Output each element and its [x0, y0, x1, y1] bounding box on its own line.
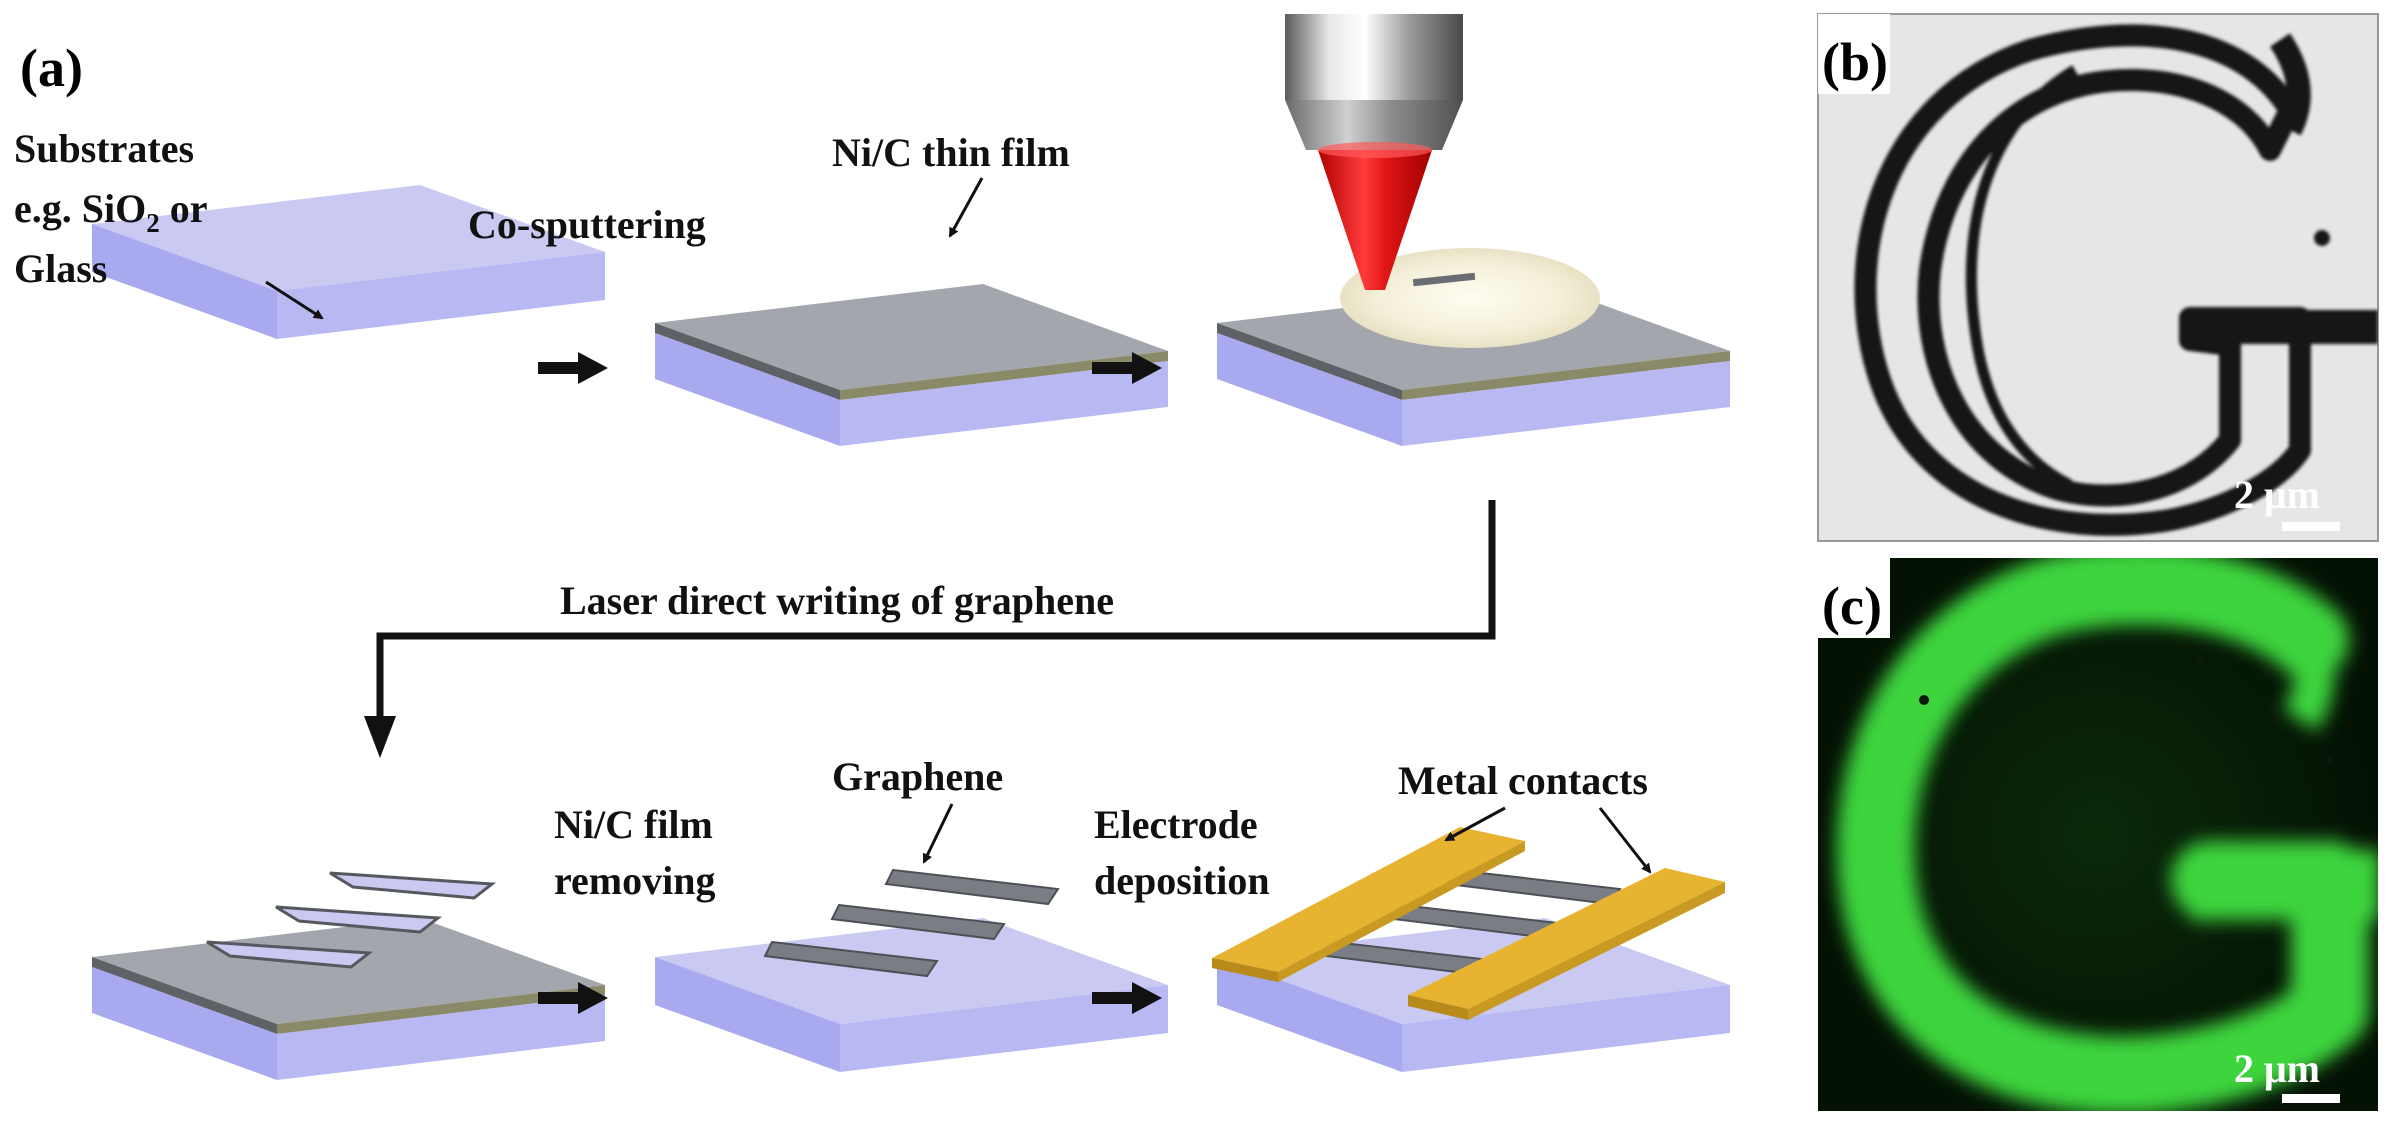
scale-bar-c [2282, 1094, 2340, 1103]
graphene-pointer-arrow [922, 803, 954, 864]
graphene-ribbon [763, 940, 939, 978]
laser-objective [1285, 14, 1463, 290]
label-eg-sio2-suffix: or [160, 186, 208, 231]
label-substrates: Substrates [14, 126, 194, 171]
panel-c: (c) 2 μm [1818, 558, 2378, 1111]
connector-line [376, 500, 1496, 716]
label-eg-sio2: e.g. SiO2 or [14, 186, 208, 238]
letter-g-inner-stroke [1965, 65, 2078, 490]
graphene-slab [655, 868, 1168, 1072]
label-eg-sio2-subscript: 2 [146, 208, 160, 238]
substrate-side-face [1402, 985, 1730, 1072]
film-side-edge [1402, 351, 1730, 400]
label-glass: Glass [14, 246, 107, 291]
label-graphene: Graphene [832, 754, 1003, 799]
film-front-edge [1217, 323, 1402, 400]
substrate-front-face [92, 967, 277, 1080]
label-nic-film-removing-line2: removing [554, 858, 715, 903]
label-eg-sio2-prefix: e.g. SiO [14, 186, 146, 231]
panel-b: (b) 2 μm [1817, 13, 2379, 542]
contact-front-edge [1408, 995, 1468, 1020]
film-top-face [655, 284, 1168, 390]
graphene-ribbon [830, 903, 1006, 941]
micrograph-speck [2314, 230, 2330, 246]
label-nic-film-removing-line1: Ni/C film [554, 802, 713, 847]
metal-contact-right [1408, 868, 1725, 1020]
substrate-top-face [92, 185, 605, 291]
fluorescence-speck [2326, 756, 2334, 764]
substrate-front-face [1217, 333, 1402, 446]
substrate-front-face [655, 957, 840, 1072]
label-cosputtering: Co-sputtering [468, 202, 706, 247]
contact-side-edge [1468, 882, 1725, 1020]
film-pointer-arrow [948, 177, 984, 238]
label-laser-writing: Laser direct writing of graphene [560, 578, 1114, 623]
fluorescence-speck [2196, 656, 2204, 664]
label-electrode-line2: deposition [1094, 858, 1270, 903]
process-arrow-3 [538, 982, 608, 1014]
laser-beam [1318, 150, 1432, 290]
label-metal-contacts: Metal contacts [1398, 758, 1648, 803]
film-side-edge [277, 985, 605, 1034]
substrate-side-face [277, 252, 605, 339]
substrate-side-face [840, 361, 1168, 446]
letter-g-serif [2269, 33, 2311, 136]
panel-a-label: (a) [20, 38, 83, 98]
contact-pointer-arrow-right [1598, 807, 1652, 874]
panel-a: (a) Substrates e.g. SiO2 or Glass Co-spu… [14, 14, 1730, 1080]
contact-side-edge [1278, 841, 1525, 982]
letter-g-crossbar [2200, 310, 2378, 344]
substrate-front-face [92, 224, 277, 339]
substrate-side-face [840, 985, 1168, 1072]
label-electrode-line1: Electrode [1094, 802, 1258, 847]
panel-b-label: (b) [1822, 32, 1888, 92]
laser-beam-aperture [1318, 142, 1432, 158]
label-nic-thin-film: Ni/C thin film [832, 130, 1070, 175]
process-arrow-2 [1092, 352, 1162, 384]
written-line [1412, 272, 1476, 287]
contact-top-face [1212, 827, 1525, 972]
fluorescence-g-stroke [1836, 558, 2369, 1111]
substrate-front-face [655, 333, 840, 446]
panel-c-label: (c) [1822, 576, 1882, 636]
substrate-slab [92, 185, 605, 339]
objective-tip [1285, 100, 1463, 150]
trench [206, 940, 374, 969]
substrate-front-face [1217, 957, 1402, 1072]
contact-pointer-arrow-left [1444, 806, 1506, 842]
substrate-side-face [277, 995, 605, 1080]
fluorescence-letter-g [1836, 558, 2378, 1111]
trench [275, 905, 443, 934]
contact-top-face [1408, 868, 1725, 1009]
film-side-edge [840, 351, 1168, 400]
scale-bar-c-text: 2 μm [2234, 1046, 2320, 1091]
fluorescence-g-crossbar [2190, 850, 2378, 920]
fluorescence-speck [1919, 695, 1929, 705]
coated-slab-1 [655, 284, 1168, 446]
process-arrow-4 [1092, 982, 1162, 1014]
connector-arrowhead [364, 716, 396, 758]
laser-spot [1340, 248, 1600, 348]
graphene-ribbon [884, 868, 1060, 906]
process-arrow-1 [538, 352, 608, 384]
scale-bar-b-text: 2 μm [2234, 472, 2320, 517]
film-front-edge [92, 957, 277, 1034]
panel-c-label-bg [1818, 558, 1890, 638]
film-front-edge [655, 323, 840, 400]
metal-contact-left [1212, 827, 1525, 982]
trench [329, 871, 497, 900]
patterned-slab [92, 871, 605, 1080]
coated-slab-2 [1217, 248, 1730, 446]
contact-front-edge [1212, 958, 1278, 982]
micrograph-letter-g [1854, 24, 2378, 536]
substrate-pointer-arrow [265, 280, 324, 320]
objective-barrel [1285, 14, 1463, 100]
panel-b-label-bg [1818, 14, 1890, 94]
letter-g-outline [1854, 24, 2311, 536]
scale-bar-b [2282, 522, 2340, 531]
device-slab [1212, 827, 1730, 1072]
fluorescence-g-serif [2282, 608, 2335, 732]
substrate-side-face [1402, 361, 1730, 446]
